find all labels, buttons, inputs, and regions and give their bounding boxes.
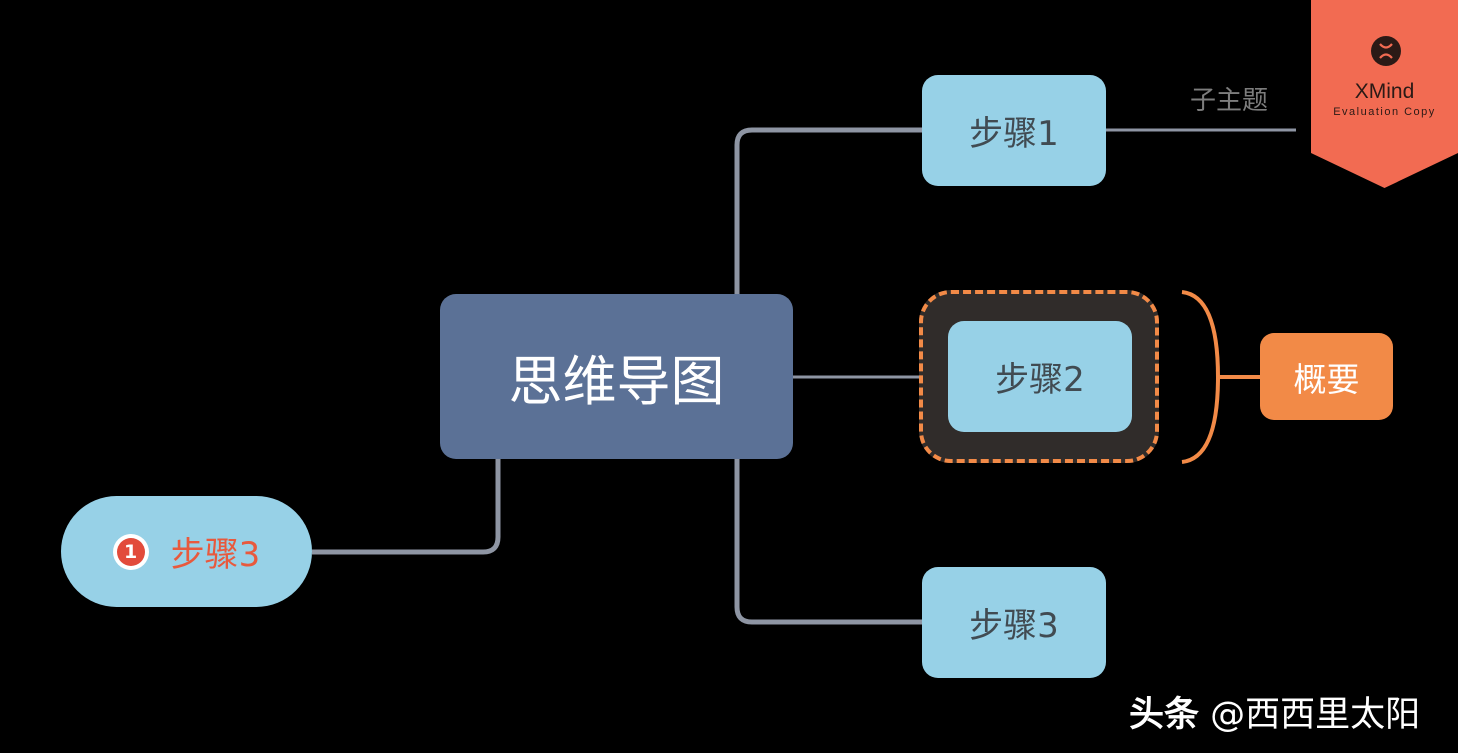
watermark-brand: XMind xyxy=(1354,80,1415,103)
main-topic-label: 步骤2 xyxy=(995,360,1085,400)
xmind-logo-icon xyxy=(1371,36,1401,66)
floating-topic[interactable]: 1 步骤3 xyxy=(61,496,312,607)
priority-1-icon: 1 xyxy=(112,533,149,570)
subtopic-label[interactable]: 子主题 xyxy=(1190,86,1269,116)
connector-step3 xyxy=(734,459,922,625)
main-topic-step2[interactable]: 步骤2 xyxy=(948,321,1132,432)
main-topic-step3[interactable]: 步骤3 xyxy=(922,567,1106,678)
main-topic-label: 步骤3 xyxy=(969,606,1059,646)
boundary-step2-dashed-outline xyxy=(919,290,1159,463)
connector-step1 xyxy=(734,127,922,294)
watermark-banner xyxy=(1311,0,1458,188)
summary-topic-label: 概要 xyxy=(1293,359,1360,399)
credit-handle: @西西里太阳 xyxy=(1210,695,1421,735)
summary-topic[interactable]: 概要 xyxy=(1260,333,1393,420)
summary-brace xyxy=(1181,290,1221,464)
xmind-watermark: XMind Evaluation Copy xyxy=(1311,0,1458,188)
source-credit: 头条 @西西里太阳 xyxy=(1129,686,1420,737)
central-topic-label: 思维导图 xyxy=(508,350,725,413)
priority-marker-number: 1 xyxy=(116,537,145,566)
central-topic[interactable]: 思维导图 xyxy=(440,294,793,459)
floating-topic-label: 步骤3 xyxy=(170,535,261,575)
connector-floating xyxy=(312,459,501,555)
watermark-note: Evaluation Copy xyxy=(1333,106,1436,118)
credit-platform: 头条 xyxy=(1129,695,1200,735)
main-topic-label: 步骤1 xyxy=(969,114,1059,154)
main-topic-step1[interactable]: 步骤1 xyxy=(922,75,1106,186)
